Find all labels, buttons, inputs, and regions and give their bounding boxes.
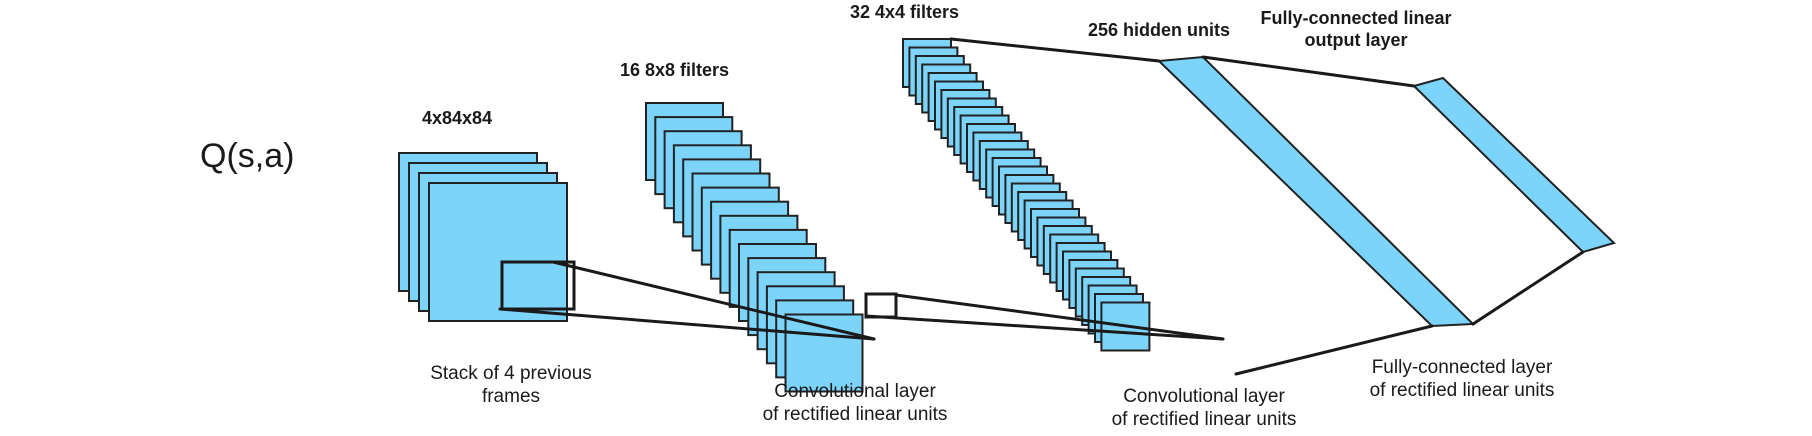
q-value-title: Q(s,a) (200, 137, 295, 175)
fc-caption-line-1: Fully-connected layer (1371, 357, 1553, 378)
conv1-filters-label: 16 8x8 filters (620, 60, 730, 80)
input-dimension-label: 4x84x84 (422, 108, 493, 128)
output-layer-label: Fully-connected linear output layer (1226, 8, 1486, 51)
input-receptive-field-box (500, 260, 576, 311)
conv2-to-hidden-connector (1234, 324, 1434, 376)
conv1-caption: Convolutional layer of rectified linear … (725, 381, 985, 427)
conv1-caption-line-2: of rectified linear units (762, 403, 948, 425)
input-frame (428, 182, 568, 322)
conv2-caption: Convolutional layer of rectified linear … (1074, 386, 1334, 432)
output-layer-label-line-1: Fully-connected linear (1260, 8, 1452, 28)
conv1-to-conv2-connector (894, 293, 1225, 341)
fc-caption-line-2: of rectified linear units (1369, 379, 1555, 401)
input-caption-line-2: frames (481, 385, 541, 407)
fc-hidden-units-label: 256 hidden units (1088, 20, 1231, 40)
conv2-feature-maps (902, 38, 1151, 352)
hidden-to-output-connector (1201, 55, 1416, 88)
input-frame-stack (398, 152, 568, 322)
fc-caption: Fully-connected layer of rectified linea… (1332, 357, 1592, 403)
hidden-to-output-connector (1471, 250, 1585, 326)
conv1-feature-maps (645, 102, 864, 393)
output-layer-bar (1412, 76, 1616, 254)
conv1-caption-line-1: Convolutional layer (774, 381, 936, 402)
fully-connected-layers (1156, 55, 1616, 328)
input-caption: Stack of 4 previous frames (391, 363, 631, 409)
conv1-receptive-field-box (864, 292, 898, 319)
output-layer-label-line-2: output layer (1304, 29, 1408, 50)
input-to-conv1-connector (498, 307, 876, 341)
conv2-caption-line-1: Convolutional layer (1123, 386, 1285, 407)
receptive-field-connectors (498, 37, 1585, 376)
conv2-caption-line-2: of rectified linear units (1111, 408, 1297, 430)
input-to-conv1-connector (551, 260, 876, 341)
conv1-to-conv2-connector (864, 314, 1225, 341)
conv2-to-hidden-connector (949, 37, 1161, 63)
conv2-filters-label: 32 4x4 filters (850, 2, 960, 22)
input-caption-line-1: Stack of 4 previous (430, 363, 592, 384)
